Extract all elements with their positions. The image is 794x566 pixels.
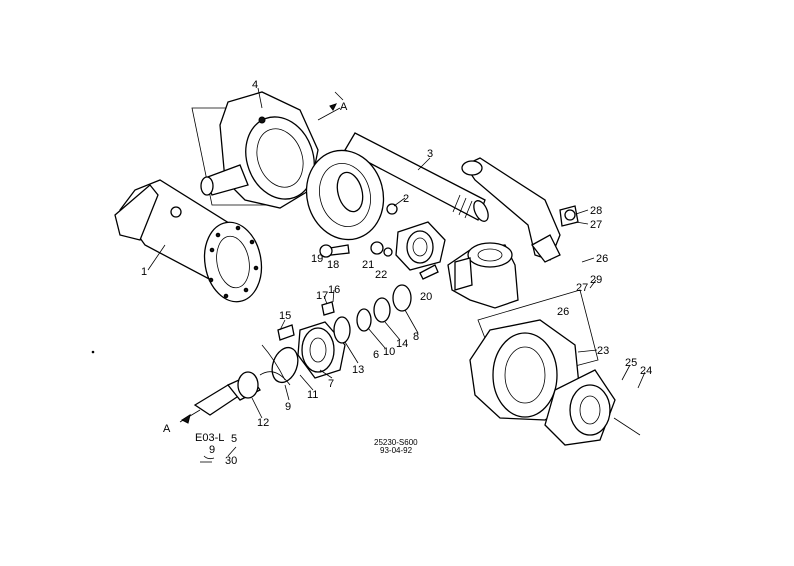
callout-27-upper: 27	[590, 219, 602, 231]
small-hardware-upper	[319, 203, 439, 280]
callout-22: 22	[375, 269, 387, 281]
callout-16: 16	[328, 284, 340, 296]
callout-7: 7	[328, 378, 334, 390]
knuckle-upper	[447, 242, 519, 309]
arrow-marker-top: A	[329, 101, 348, 113]
drawing-stamp: 25230-S600 93-04-92	[374, 438, 418, 455]
stamp-line-2: 93-04-92	[380, 446, 413, 455]
stray-dot	[91, 350, 95, 354]
callout-14: 14	[396, 338, 408, 350]
lower-assembly	[193, 284, 412, 416]
arrow-marker-bottom: A	[163, 413, 191, 435]
callout-5: 5	[231, 433, 237, 445]
callout-29: 29	[590, 274, 602, 286]
callout-23: 23	[597, 345, 609, 357]
callout-20: 20	[420, 291, 432, 303]
part-code: E03-L	[195, 432, 224, 444]
part-4-housing	[191, 91, 319, 209]
part-1-tube	[114, 179, 263, 303]
stamp-line-1: 25230-S600	[374, 438, 418, 447]
callout-28: 28	[590, 205, 602, 217]
callout-26-upper: 26	[596, 253, 608, 265]
callout-4: 4	[252, 79, 258, 91]
callout-18: 18	[327, 259, 339, 271]
callout-9: 9	[285, 401, 291, 413]
flange-plate	[395, 221, 446, 271]
callout-30: 30	[225, 455, 237, 467]
hub-body	[469, 289, 616, 446]
callout-17: 17	[316, 290, 328, 302]
callout-24: 24	[640, 365, 652, 377]
part-3-shaft	[305, 132, 489, 241]
callout-8: 8	[413, 331, 419, 343]
callout-19: 19	[311, 253, 323, 265]
callout-6: 6	[373, 349, 379, 361]
callout-12: 12	[257, 417, 269, 429]
steering-arm	[461, 157, 579, 263]
callout-26-lower: 26	[557, 306, 569, 318]
callout-27-lower: 27	[576, 282, 588, 294]
callout-1: 1	[141, 266, 147, 278]
callout-2: 2	[403, 193, 409, 205]
part-code-sub-nine: 9	[209, 444, 215, 456]
callout-13: 13	[352, 364, 364, 376]
callout-15: 15	[279, 310, 291, 322]
callout-25: 25	[625, 357, 637, 369]
part-code-note: E03-L 9	[195, 432, 237, 463]
arrow-marker-a-top: A	[340, 101, 348, 113]
callout-21: 21	[362, 259, 374, 271]
callout-3: 3	[427, 148, 433, 160]
callout-labels: 1 2 3 4 5 6 7 8 9 10 11 12 13 14 15 16 1…	[141, 79, 652, 467]
callout-10: 10	[383, 346, 395, 358]
callout-11: 11	[307, 389, 318, 401]
arrow-marker-a-bottom: A	[163, 423, 171, 435]
